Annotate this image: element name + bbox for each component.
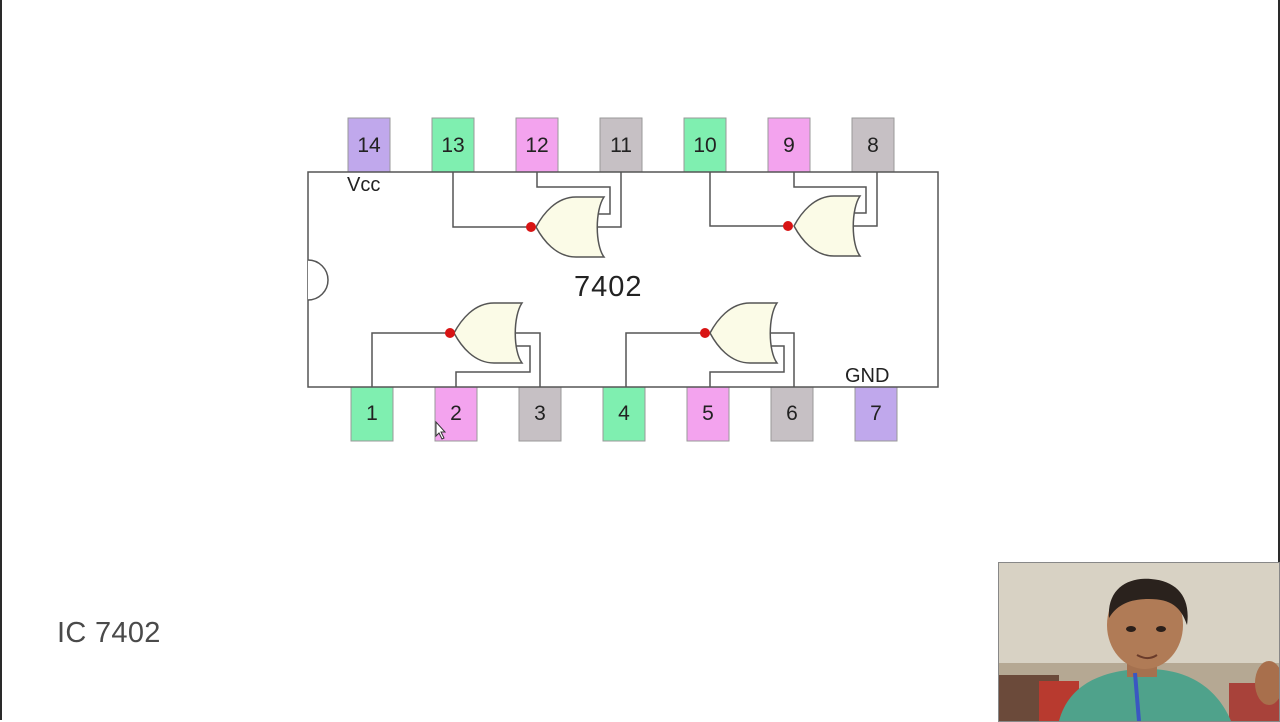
- part-number: 7402: [574, 271, 643, 303]
- pin-1: 1: [350, 386, 394, 442]
- chip-notch: [307, 259, 329, 301]
- pin-1-label: 1: [366, 402, 378, 425]
- pin-7-label: 7: [870, 402, 882, 425]
- nor-bubble: [526, 222, 536, 232]
- pin-14: 14: [347, 117, 391, 173]
- pin-12: 12: [515, 117, 559, 173]
- pin-14-label: 14: [357, 134, 381, 157]
- pin-13: 13: [431, 117, 475, 173]
- vcc-label: Vcc: [347, 174, 380, 196]
- pin-3-label: 3: [534, 402, 546, 425]
- top-pins: 14 13 12 11 10 9: [347, 117, 895, 173]
- pin-11-label: 11: [610, 134, 632, 157]
- nor-gate-pins-11-12-13: [452, 172, 622, 258]
- presenter-webcam: [998, 562, 1280, 722]
- pin-6-label: 6: [786, 402, 798, 425]
- pin-12-label: 12: [525, 134, 548, 157]
- pin-9: 9: [767, 117, 811, 173]
- pin-11: 11: [599, 117, 643, 173]
- pin-2-label: 2: [450, 402, 462, 425]
- nor-gate-pins-8-9-10: [709, 172, 878, 257]
- nor-gate-pins-1-2-3: [371, 302, 541, 387]
- pin-7: 7: [854, 386, 898, 442]
- pin-5-label: 5: [702, 402, 714, 425]
- gnd-label: GND: [845, 365, 889, 387]
- pin-5: 5: [686, 386, 730, 442]
- pin-10: 10: [683, 117, 727, 173]
- nor-bubble: [700, 328, 710, 338]
- pin-9-label: 9: [783, 134, 795, 157]
- pin-3: 3: [518, 386, 562, 442]
- nor-bubble: [783, 221, 793, 231]
- slide-caption: IC 7402: [57, 617, 161, 649]
- nor-gate-pins-4-5-6: [625, 302, 795, 387]
- pin-6: 6: [770, 386, 814, 442]
- pin-8: 8: [851, 117, 895, 173]
- pin-4: 4: [602, 386, 646, 442]
- bottom-pins: 1 2 3 4 5 6 7: [350, 386, 898, 442]
- pin-10-label: 10: [693, 134, 716, 157]
- right-edge-line: [1278, 0, 1280, 720]
- nor-bubble: [445, 328, 455, 338]
- pin-8-label: 8: [867, 134, 879, 157]
- mouse-cursor-icon: [435, 420, 447, 440]
- left-edge-line: [0, 0, 2, 720]
- presenter-image: [999, 563, 1279, 721]
- pin-4-label: 4: [618, 402, 630, 425]
- pin-13-label: 13: [441, 134, 464, 157]
